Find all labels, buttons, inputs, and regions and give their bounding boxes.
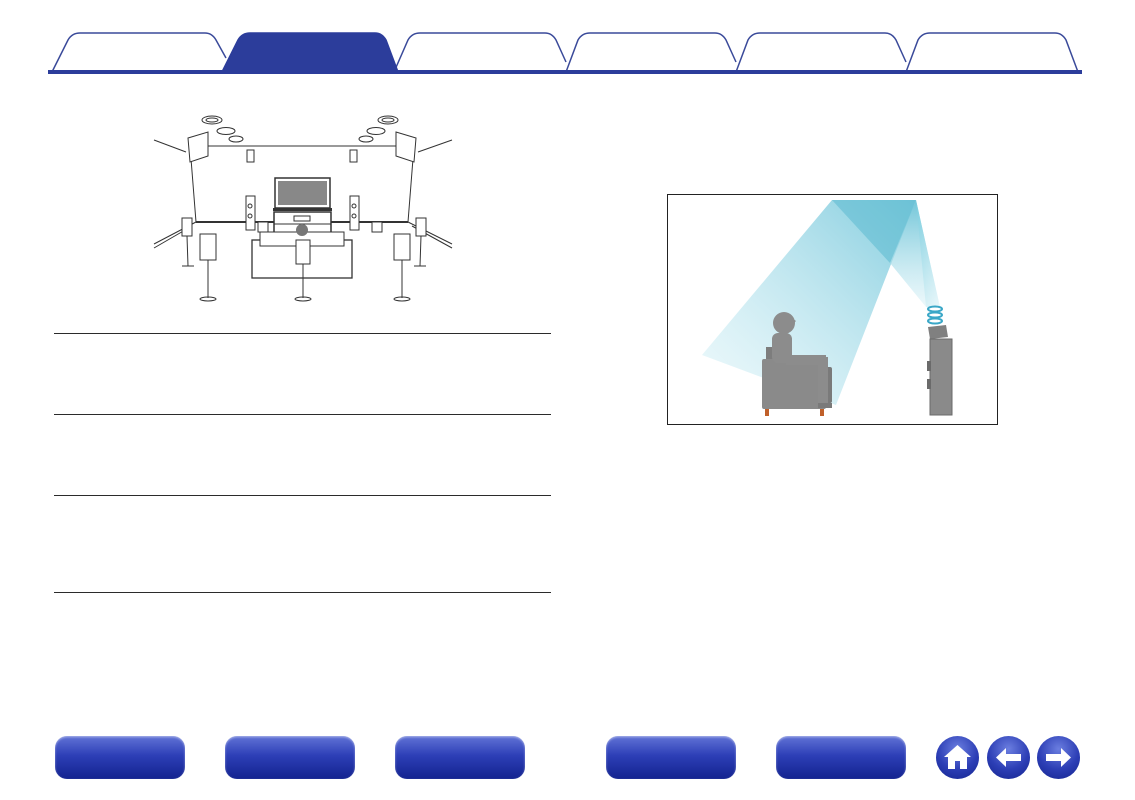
- ceiling-speaker: [216, 127, 236, 135]
- tab-2[interactable]: [232, 40, 382, 66]
- home-button[interactable]: [936, 736, 979, 779]
- divider: [54, 414, 551, 415]
- tab-shape-3: [393, 32, 567, 73]
- corner-speaker-left: [187, 131, 209, 163]
- height-speaker: [246, 149, 255, 163]
- front-right-speaker: [349, 195, 360, 231]
- ceiling-speaker: [228, 135, 244, 143]
- listener: [296, 224, 308, 236]
- sound-reflection-svg: [702, 200, 953, 416]
- back-button[interactable]: [987, 736, 1030, 779]
- chair-body: [762, 359, 826, 409]
- nav-button-5[interactable]: [776, 736, 906, 779]
- height-speaker: [349, 149, 358, 163]
- sound-wave: [927, 311, 943, 319]
- speaker-top-module: [928, 325, 948, 339]
- tab-shape-5: [735, 32, 907, 73]
- tab-6[interactable]: [912, 40, 1062, 66]
- nav-button-4[interactable]: [606, 736, 736, 779]
- side-speaker-right: [415, 217, 427, 237]
- tab-5[interactable]: [742, 40, 892, 66]
- arrow-right-icon: [1046, 748, 1071, 767]
- sound-wave: [927, 305, 943, 313]
- subwoofer: [371, 221, 383, 233]
- tab-shape-2: [220, 32, 400, 73]
- tab-3[interactable]: [402, 40, 552, 66]
- nav-button-1[interactable]: [55, 736, 185, 779]
- divider: [54, 333, 551, 334]
- sound-reflection-diagram: [667, 194, 998, 425]
- ceiling-speaker: [358, 135, 374, 143]
- tab-shape-6: [905, 32, 1079, 73]
- reflected-beam: [702, 200, 916, 405]
- chair-back: [766, 347, 774, 365]
- surround-back-right: [393, 233, 411, 261]
- sound-wave: [927, 317, 943, 325]
- tab-shape-1: [51, 32, 227, 73]
- ceiling-speaker: [366, 127, 386, 135]
- home-icon: [944, 745, 971, 769]
- ceiling-speaker: [377, 115, 399, 125]
- tab-shape-4: [565, 32, 737, 73]
- surround-back-left: [199, 233, 217, 261]
- tab-shapes: [48, 32, 1082, 74]
- speaker-layout-diagram: [150, 110, 460, 310]
- nav-button-3[interactable]: [395, 736, 525, 779]
- divider: [54, 592, 551, 593]
- tab-4[interactable]: [572, 40, 722, 66]
- corner-speaker-right: [395, 131, 417, 163]
- tab-bar: [0, 0, 1135, 80]
- tab-1[interactable]: [62, 40, 212, 66]
- divider: [54, 495, 551, 496]
- forward-button[interactable]: [1037, 736, 1080, 779]
- side-speaker-left: [181, 217, 193, 237]
- arrow-left-icon: [996, 748, 1021, 767]
- nav-button-2[interactable]: [225, 736, 355, 779]
- tower-speaker: [929, 338, 953, 416]
- subwoofer: [257, 221, 269, 233]
- ceiling-speaker: [201, 115, 223, 125]
- ceiling-speaker: [381, 117, 395, 123]
- surround-center: [295, 239, 311, 265]
- ceiling-speaker: [205, 117, 219, 123]
- front-left-speaker: [245, 195, 256, 231]
- speaker-layout-svg: [153, 115, 453, 302]
